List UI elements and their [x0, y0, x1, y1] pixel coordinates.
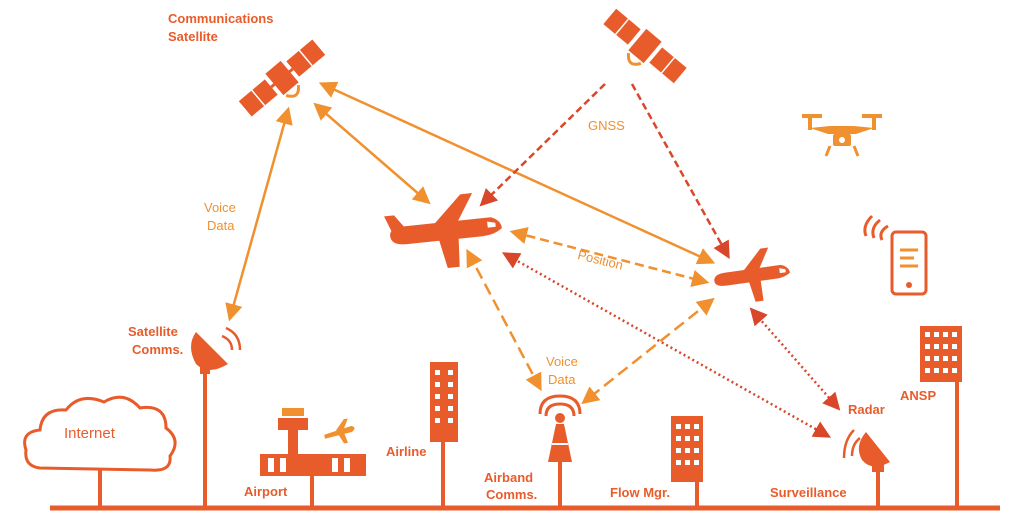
airplane-right-icon — [714, 247, 790, 302]
radar-dish-icon — [842, 429, 890, 472]
airport-tower-icon — [260, 408, 366, 476]
link-gnss-to-plane-right — [630, 83, 730, 260]
gnss-satellite-icon — [603, 8, 687, 84]
label-comm-sat-2: Satellite — [168, 29, 218, 44]
label-position: Position — [576, 247, 625, 273]
link-gnss-to-plane-left — [479, 83, 606, 207]
cloud-icon — [23, 395, 177, 472]
label-sat-comms-2: Comms. — [132, 342, 183, 357]
link-comm-sat-to-plane-left — [313, 102, 431, 205]
label-airline: Airline — [386, 444, 426, 459]
airplane-left-icon — [384, 193, 502, 269]
label-airband-1: Airband — [484, 470, 533, 485]
label-sat-comms-1: Satellite — [128, 324, 178, 339]
satellite-dish-icon — [191, 326, 242, 374]
link-plane-left-to-radar — [501, 252, 832, 438]
label-voice-left: Voice — [204, 200, 236, 215]
label-data-left: Data — [207, 218, 235, 233]
label-data-mid: Data — [548, 372, 576, 387]
label-surveillance: Surveillance — [770, 485, 847, 500]
label-ansp: ANSP — [900, 388, 936, 403]
label-comm-sat-1: Communications — [168, 11, 273, 26]
link-comm-sat-to-plane-right — [318, 81, 716, 265]
label-flow-mgr: Flow Mgr. — [610, 485, 670, 500]
communications-satellite-icon — [238, 39, 326, 117]
link-plane-right-to-radar — [749, 307, 841, 411]
ansp-building-icon — [920, 326, 962, 382]
small-airplane-icon — [324, 418, 355, 444]
label-internet: Internet — [64, 425, 116, 442]
airline-building-icon — [430, 362, 458, 442]
radio-tower-icon — [538, 394, 582, 462]
label-airport: Airport — [244, 484, 288, 499]
drone-icon — [802, 114, 882, 157]
label-airband-2: Comms. — [486, 487, 537, 502]
label-voice-mid: Voice — [546, 354, 578, 369]
smartphone-icon — [863, 214, 928, 296]
link-plane-left-to-airband — [466, 248, 542, 392]
link-comm-sat-to-sat-comms — [225, 106, 293, 322]
link-plane-right-to-airband — [581, 297, 715, 405]
flow-mgr-building-icon — [671, 416, 703, 482]
label-gnss: GNSS — [588, 118, 625, 133]
label-radar: Radar — [848, 402, 885, 417]
